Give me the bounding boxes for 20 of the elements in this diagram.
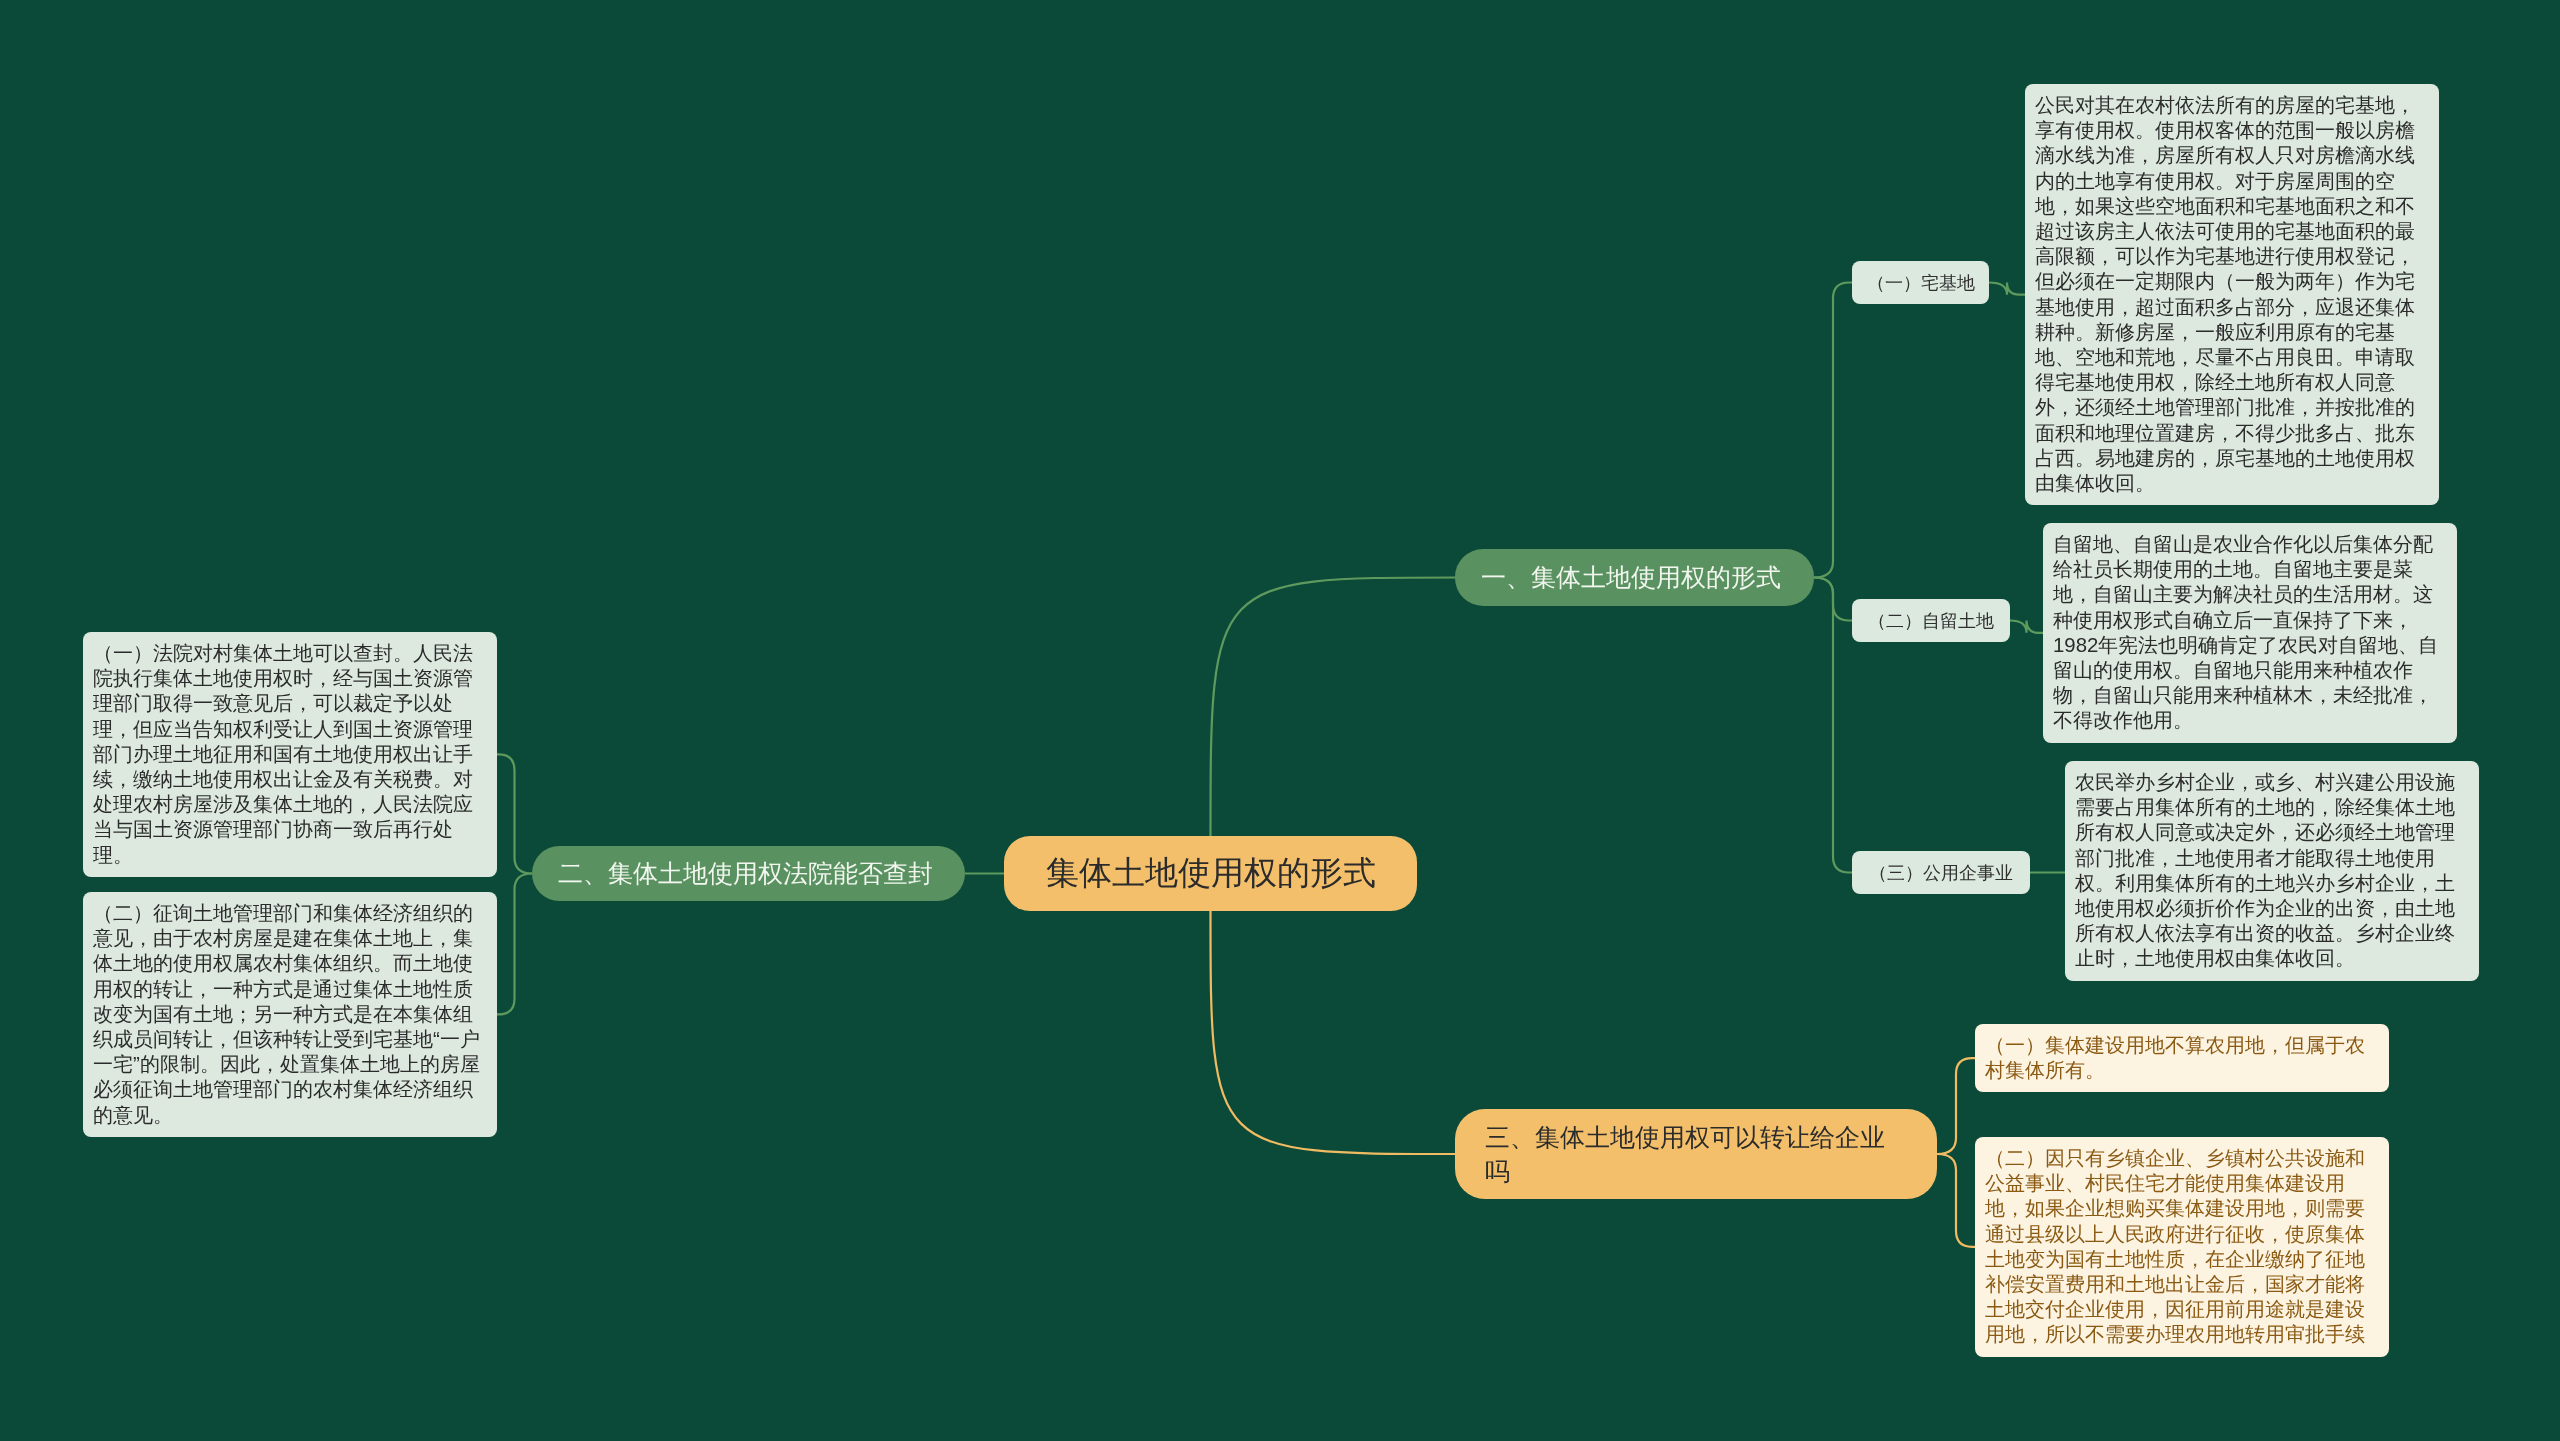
central-topic: 集体土地使用权的形式 xyxy=(1004,836,1417,911)
branch-topic: 一、集体土地使用权的形式 xyxy=(1455,549,1814,606)
subtopic: （三）公用企事业 xyxy=(1852,851,2030,894)
branch-topic: 三、集体土地使用权可以转让给企业吗 xyxy=(1455,1109,1937,1199)
connector-line xyxy=(965,872,1004,875)
connector-line xyxy=(2030,871,2065,874)
note-card: （二）因只有乡镇企业、乡镇村公共设施和公益事业、村民住宅才能使用集体建设用地，如果企业想购买集体建设用地，则需要通过县级以上人民政府进行征收，使原集体土地变为国有土地性质，在企业缴纳了征地补偿安置费用和土地出让金后，国家才能将土地交付企业使用，因征用前用途就是建设用地，所以不需要办理农用地转用审批手续 xyxy=(1975,1137,2389,1357)
note-card: （二）征询土地管理部门和集体经济组织的意见，由于农村房屋是建在集体土地上，集体土地的使用权属农村集体组织。而土地使用权的转让，一种方式是通过集体土地性质改变为国有土地；另一种方式是在本集体组织成员间转让，但该种转让受到宅基地“一户一宅”的限制。因此，处置集体土地上的房屋必须征询土地管理部门的农村集体经济组织的意见。 xyxy=(83,892,497,1137)
connector-line xyxy=(2009,619,2043,634)
note-card: 公民对其在农村依法所有的房屋的宅基地，享有使用权。使用权客体的范围一般以房檐滴水线为准，房屋所有权人只对房檐滴水线内的土地享有使用权。对于房屋周围的空地，如果这些空地面积和宅基地面积之和不超过该房主人依法可使用的宅基地面积的最高限额，可以作为宅基地进行使用权登记，但必须在一定期限内（一般为两年）作为宅基地使用，超过面积多占部分，应退还集体耕种。新修房屋，一般应利用原有的宅基地、空地和荒地，尽量不占用良田。申请取得宅基地使用权，除经土地所有权人同意外，还须经土地管理部门批准，并按批准的面积和地理位置建房，不得少批多占、批东占西。易地建房的，原宅基地的土地使用权由集体收回。 xyxy=(2025,84,2439,506)
note-card: （一）法院对村集体土地可以查封。人民法院执行集体土地使用权时，经与国土资源管理部门取得一致意见后，可以裁定予以处理，但应当告知权利受让人到国土资源管理部门办理土地征用和国有土地使用权出让手续，缴纳土地使用权出让金及有关税费。对处理农村房屋涉及集体土地的，人民法院应当与国土资源管理部门协商一致后再行处理。 xyxy=(83,632,497,877)
connector-line xyxy=(1988,281,2025,296)
note-card: 自留地、自留山是农业合作化以后集体分配给社员长期使用的土地。自留地主要是菜地，自留山主要为解决社员的生活用材。这种使用权形式自确立后一直保持了下来，1982年宪法也明确肯定了农民对自留地、自留山的使用权。自留地只能用来种植农作物，自留山只能用来种植林木，未经批准，不得改作他用。 xyxy=(2043,523,2457,743)
branch-topic: 二、集体土地使用权法院能否查封 xyxy=(532,846,965,901)
connector-line xyxy=(1209,911,1455,1156)
note-card: （一）集体建设用地不算农用地，但属于农村集体所有。 xyxy=(1975,1024,2389,1093)
note-card: 农民举办乡村企业，或乡、村兴建公用设施需要占用集体所有的土地的，除经集体土地所有权人同意或决定外，还必须经土地管理部门批准，土地使用者才能取得土地使用权。利用集体所有的土地兴办乡村企业，土地使用权必须折价作为企业的出资，由土地所有权人依法享有出资的收益。乡村企业终止时，土地使用权由集体收回。 xyxy=(2065,761,2479,981)
subtopic: （一）宅基地 xyxy=(1852,261,1989,304)
connector-line xyxy=(1209,576,1455,836)
subtopic: （二）自留土地 xyxy=(1852,599,2010,642)
